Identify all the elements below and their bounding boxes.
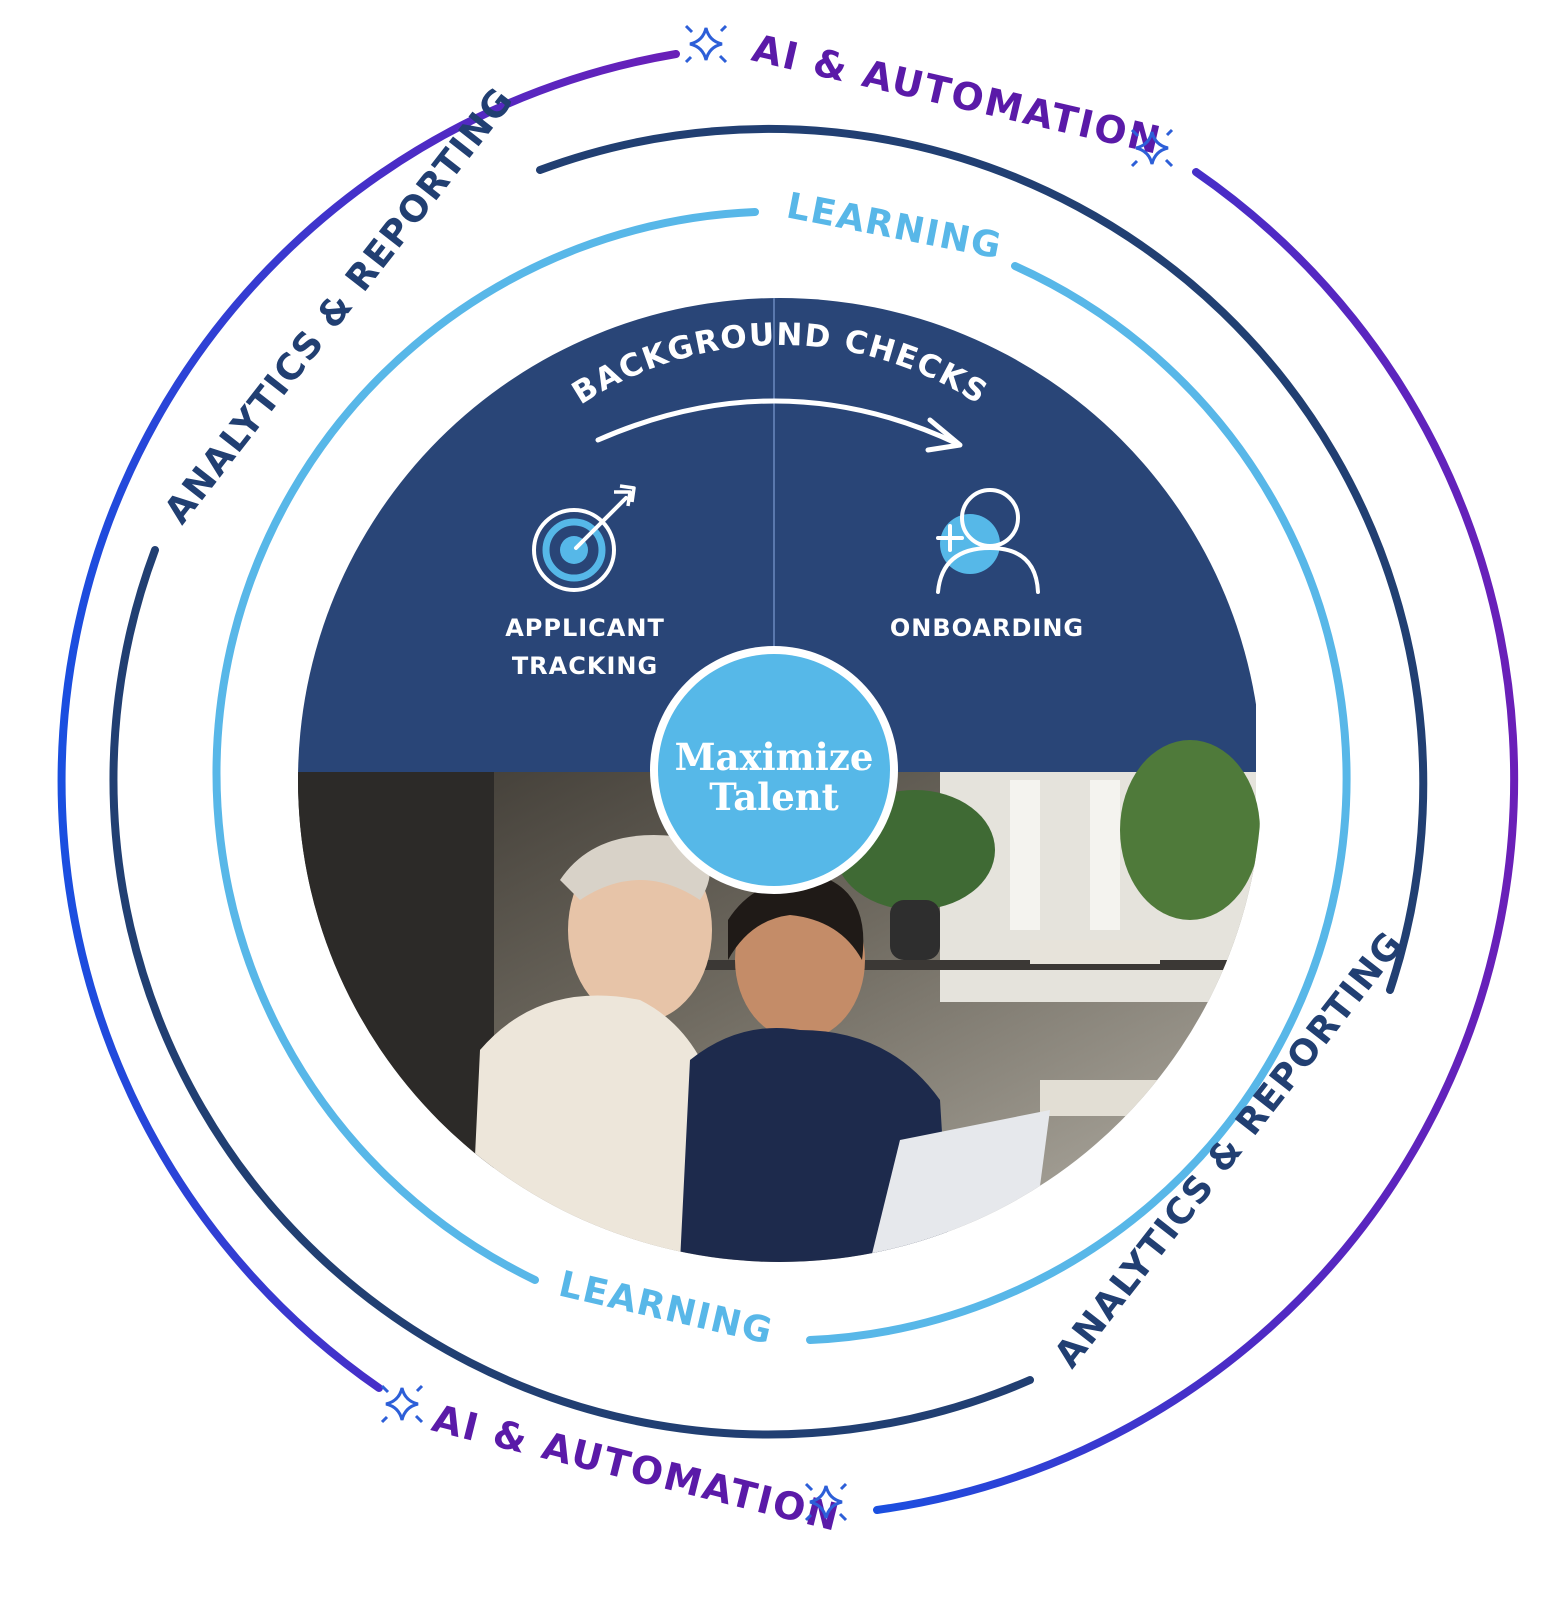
inner-ring — [212, 208, 1351, 1344]
onboarding-label: ONBOARDING — [890, 614, 1084, 642]
outer-ring — [57, 50, 1519, 1514]
sparkle-icon — [380, 1384, 424, 1424]
sparkle-icon — [684, 24, 728, 64]
outer-ring-label-top: AI & AUTOMATION — [748, 26, 1166, 163]
hub-line1: Maximize — [675, 735, 874, 779]
middle-ring — [109, 124, 1428, 1439]
arrow-head-icon — [925, 417, 963, 453]
sparkle-icon — [1130, 128, 1174, 168]
process-arrow-icon — [595, 398, 961, 447]
inner-ring-label-top: LEARNING — [783, 186, 1005, 268]
sparkle-icon — [804, 1482, 848, 1522]
hub-line2: Talent — [709, 775, 839, 819]
applicant-tracking-label-line1: APPLICANT — [505, 614, 665, 642]
maximize-talent-hub: Maximize Talent — [650, 646, 898, 894]
applicant-tracking-label-line2: TRACKING — [512, 652, 658, 680]
add-user-icon — [936, 488, 1040, 594]
inner-ring-label-bottom: LEARNING — [555, 1264, 777, 1353]
target-arrow-icon — [532, 484, 636, 592]
